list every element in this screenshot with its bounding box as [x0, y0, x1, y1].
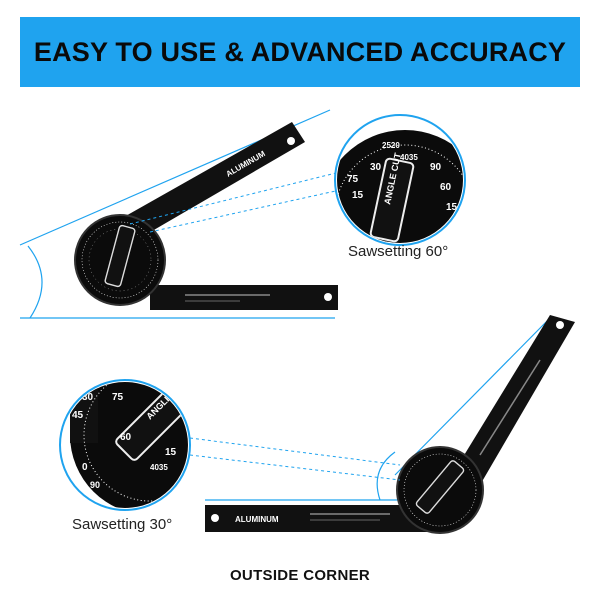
scale-mark: 45 — [72, 410, 84, 421]
dial-ticks-inner — [88, 228, 152, 292]
scale-mark: 15 — [165, 447, 177, 458]
dial-needle-bottom — [415, 460, 465, 514]
caption-sawsetting-60: Sawsetting 60° — [348, 243, 449, 260]
scale-mark: 15 — [446, 202, 458, 213]
scale-mark: 60 — [120, 432, 132, 443]
title-banner: EASY TO USE & ADVANCED ACCURACY — [20, 17, 580, 87]
scale-mark: 2520 — [382, 141, 400, 150]
scale-mark: 30 — [370, 162, 382, 173]
guide-line-diag — [394, 317, 551, 476]
scale-mark: 15 — [352, 190, 364, 201]
zoom-connector-top — [129, 171, 341, 225]
scale-mark: 75 — [347, 174, 359, 185]
scale-mark: 30 — [82, 392, 94, 403]
corner-arc — [376, 451, 396, 501]
scale-mark: 4035 — [150, 463, 168, 472]
lower-arm — [150, 285, 338, 310]
zoom-connector-top-2 — [149, 189, 341, 233]
base-hole — [211, 514, 219, 522]
scale-mark: 0 — [82, 462, 88, 473]
diagonal-hole — [556, 321, 564, 329]
dial-ticks-bottom — [403, 453, 477, 527]
footer-label: OUTSIDE CORNER — [229, 567, 371, 584]
zoom-view-bottom: ANGLE CUT 45 30 75 60 4035 15 0 90 — [59, 379, 191, 511]
zoom-connector-bottom — [189, 437, 401, 466]
hang-hole-lower — [324, 293, 332, 301]
brand-label-bottom: ALUMINUM — [235, 515, 279, 524]
diag-engraving — [479, 359, 541, 456]
scale-mark: 4035 — [400, 153, 418, 162]
scale-mark: 90 — [430, 162, 442, 173]
zoom-connector-bottom-2 — [189, 454, 401, 481]
angle-arc — [27, 245, 43, 319]
zoom-view-top: ANGLE CUT 75 15 30 4035 2520 90 60 15 — [334, 114, 466, 246]
caption-sawsetting-30: Sawsetting 30° — [72, 516, 173, 533]
scale-mark: 60 — [440, 182, 452, 193]
dial-ticks — [81, 221, 159, 299]
scale-mark: 75 — [112, 392, 124, 403]
upper-arm — [92, 122, 305, 252]
dial-needle — [104, 224, 136, 288]
scale-mark: 90 — [90, 480, 100, 490]
hang-hole — [287, 137, 295, 145]
banner-title: EASY TO USE & ADVANCED ACCURACY — [33, 36, 567, 67]
